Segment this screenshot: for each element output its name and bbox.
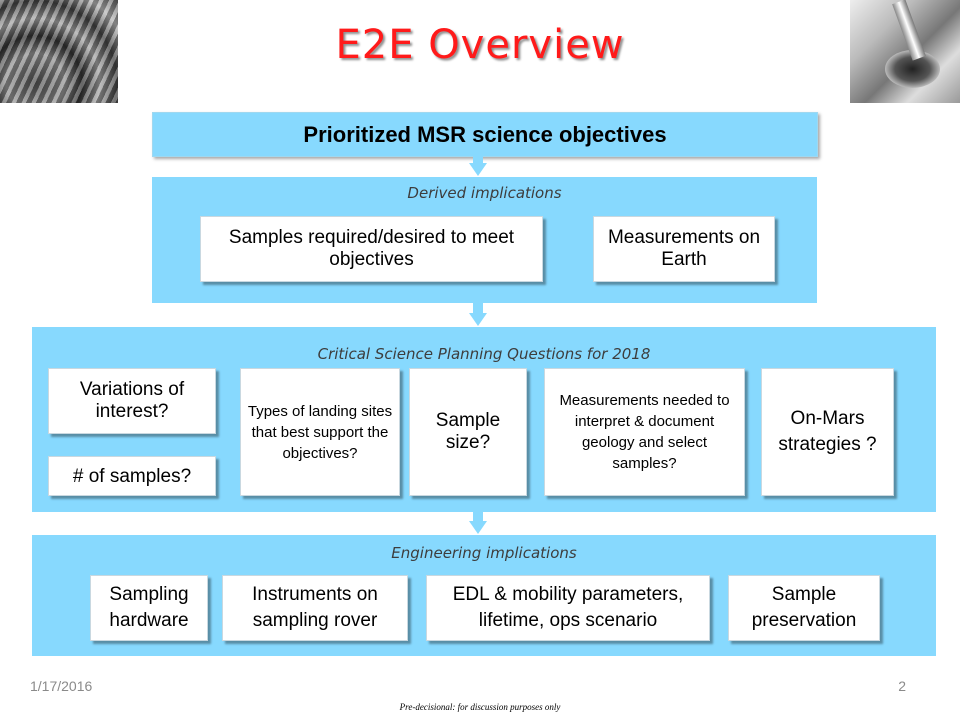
down-arrow-icon [469, 313, 487, 326]
down-arrow-icon [469, 521, 487, 534]
critical-questions-label: Critical Science Planning Questions for … [317, 345, 651, 363]
landing-sites-box: Types of landing sites that best support… [240, 368, 400, 496]
connector-stem [473, 512, 483, 524]
variations-of-interest-box: Variations of interest? [48, 368, 216, 434]
slide-date: 1/17/2016 [30, 678, 93, 694]
samples-required-box: Samples required/desired to meet objecti… [200, 216, 543, 282]
sampling-hardware-box: Sampling hardware [90, 575, 208, 641]
on-mars-strategies-box: On-Mars strategies ? [761, 368, 894, 496]
edl-mobility-box: EDL & mobility parameters, lifetime, ops… [426, 575, 710, 641]
derived-implications-label: Derived implications [407, 184, 562, 202]
measurements-on-earth-box: Measurements on Earth [593, 216, 775, 282]
connector-stem [473, 155, 483, 165]
sample-size-box: Sample size? [409, 368, 527, 496]
mars-surface-photo [0, 0, 118, 103]
sample-container-photo [850, 0, 960, 103]
pre-decisional-note: Pre-decisional: for discussion purposes … [399, 702, 561, 712]
science-objectives-header: Prioritized MSR science objectives [152, 112, 818, 157]
sample-preservation-box: Sample preservation [728, 575, 880, 641]
slide-number: 2 [898, 678, 906, 694]
slide-title: E2E Overview [335, 22, 625, 68]
connector-stem [473, 303, 483, 315]
down-arrow-icon [469, 163, 487, 176]
instruments-box: Instruments on sampling rover [222, 575, 408, 641]
engineering-implications-label: Engineering implications [391, 544, 577, 562]
measurements-needed-box: Measurements needed to interpret & docum… [544, 368, 745, 496]
number-of-samples-box: # of samples? [48, 456, 216, 496]
